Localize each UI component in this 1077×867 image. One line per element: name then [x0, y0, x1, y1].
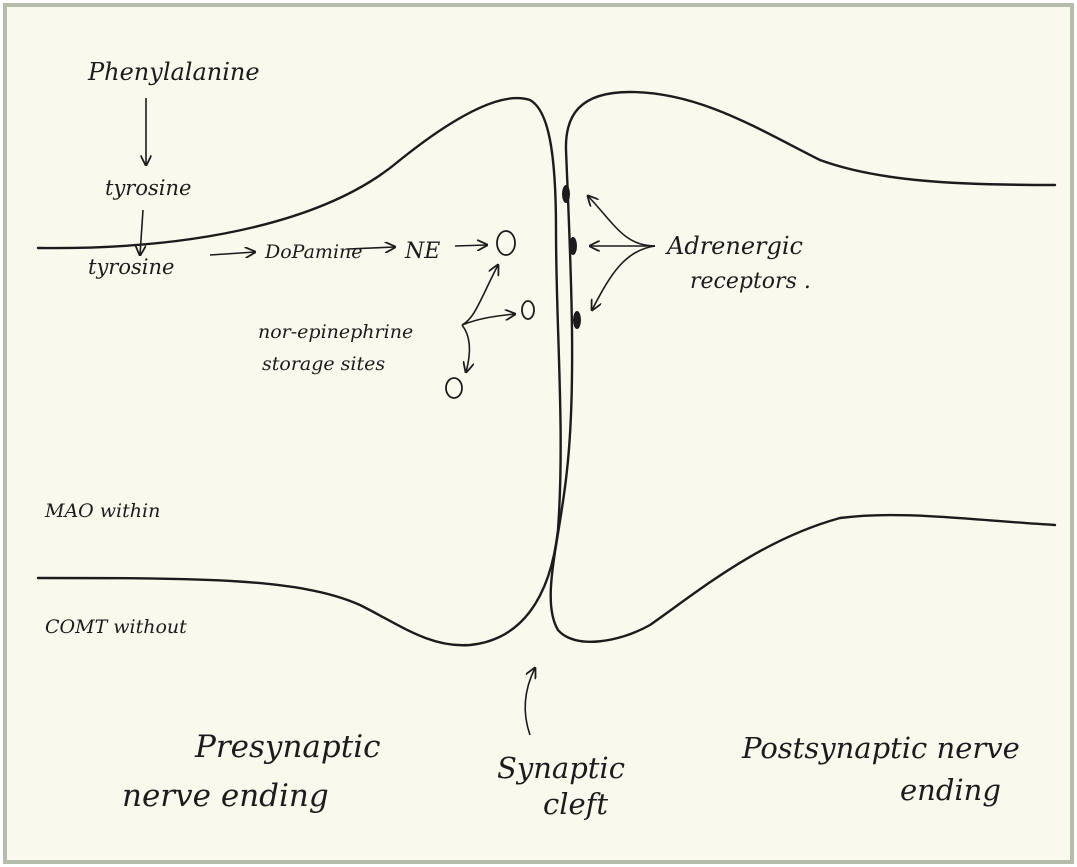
arrow-to-synaptic-cleft	[524, 668, 535, 736]
label-phenylalanine: Phenylalanine	[87, 58, 260, 86]
label-cleft-line1: Synaptic	[497, 751, 625, 785]
postsynaptic-membrane	[549, 90, 1057, 643]
label-postsynaptic-line1: Postsynaptic nerve	[741, 731, 1020, 765]
label-ne: NE	[404, 239, 440, 264]
label-dopamine: DoPamine	[264, 241, 363, 263]
arrow-dopamine-to-ne	[347, 247, 395, 249]
arrow-label-to-receptor-3	[592, 245, 656, 310]
label-postsynaptic-line2: ending	[900, 773, 1001, 807]
label-cleft-line2: cleft	[543, 787, 608, 821]
label-presynaptic-line1: Presynaptic	[194, 729, 380, 765]
label-tyrosine-upper: tyrosine	[105, 176, 191, 200]
presynaptic-membrane	[36, 96, 562, 647]
adrenergic-receptor-3	[573, 311, 581, 329]
label-tyrosine-lower: tyrosine	[88, 255, 174, 279]
storage-vesicle-2	[521, 300, 535, 320]
arrow-storage-to-vesicle-1	[461, 265, 498, 326]
arrow-storage-to-vesicle-2	[461, 314, 515, 326]
label-mao: MAO within	[44, 500, 160, 522]
label-ne-storage-line1: nor-epinephrine	[258, 321, 413, 343]
storage-vesicle-1	[496, 230, 516, 256]
adrenergic-receptor-1	[562, 185, 570, 203]
adrenergic-receptor-2	[569, 237, 577, 255]
label-adrenergic-line2: receptors .	[690, 269, 811, 294]
label-presynaptic-line2: nerve ending	[122, 778, 329, 814]
arrow-ne-to-vesicle	[454, 245, 487, 246]
arrow-storage-to-vesicle-3	[461, 324, 469, 372]
arrow-tyrosine-to-tyrosine	[140, 209, 143, 255]
storage-vesicle-3	[445, 377, 463, 399]
label-ne-storage-line2: storage sites	[262, 353, 385, 375]
arrow-tyrosine-to-dopamine	[209, 252, 255, 255]
label-adrenergic-line1: Adrenergic	[665, 232, 803, 260]
label-comt: COMT without	[45, 616, 187, 638]
paper-background	[3, 3, 1074, 864]
